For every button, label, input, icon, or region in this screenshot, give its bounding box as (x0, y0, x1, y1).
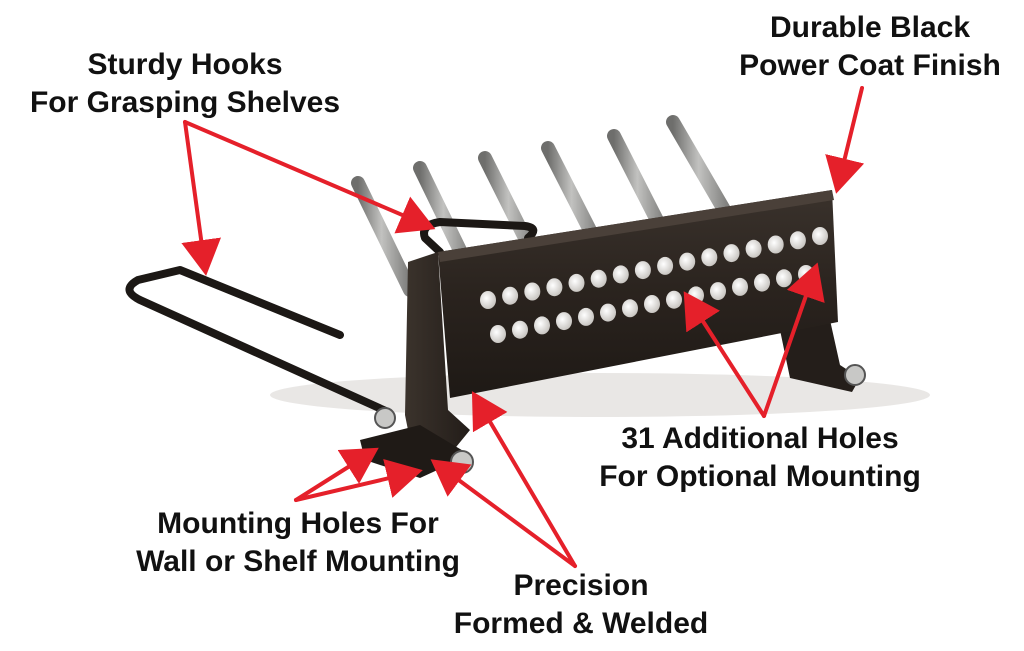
panel-hole (524, 282, 541, 301)
arrow-hooks-front (181, 120, 222, 276)
panel-hole (754, 273, 770, 292)
panel-hole (644, 295, 660, 313)
callout-durable-finish: Durable Black Power Coat Finish (720, 9, 1020, 85)
panel-top-edge (438, 190, 834, 262)
callout-line: Wall or Shelf Mounting (136, 545, 460, 578)
callout-line: For Grasping Shelves (29, 86, 341, 119)
nut (450, 450, 474, 474)
callout-line: Power Coat Finish (739, 49, 1001, 82)
arrow-holes-right (762, 262, 825, 418)
callout-line: Formed & Welded (453, 607, 709, 640)
side-bracket-right (780, 320, 860, 392)
callout-mounting-holes: Mounting Holes For Wall or Shelf Mountin… (118, 505, 478, 581)
callout-line: Precision (513, 569, 649, 602)
panel-hole (490, 325, 506, 343)
panel-hole (502, 286, 519, 305)
panel-hole (590, 269, 607, 288)
rod (666, 115, 737, 227)
callout-precision-welded: Precision Formed & Welded (436, 567, 726, 643)
panel-hole (634, 261, 651, 280)
arrow-mount-1 (294, 447, 379, 502)
panel-hole (732, 277, 748, 296)
panel-hole (710, 282, 726, 301)
callout-sturdy-hooks: Sturdy Hooks For Grasping Shelves (10, 46, 360, 122)
callout-line: Sturdy Hooks (87, 48, 283, 81)
callout-additional-holes: 31 Additional Holes For Optional Mountin… (580, 420, 940, 496)
side-bracket-left (405, 252, 470, 452)
arrow-finish (825, 86, 865, 194)
panel-hole (480, 291, 496, 309)
panel-hole (612, 265, 629, 284)
panel-hole (767, 235, 784, 254)
panel-hole (568, 273, 585, 292)
arrow-hooks-back (183, 120, 436, 234)
panel-hole (701, 248, 718, 267)
panel-hole (723, 244, 740, 263)
arrow-mount-2 (294, 458, 423, 502)
panel-hole (679, 252, 696, 271)
panel-hole (745, 239, 762, 258)
panel-hole (534, 316, 550, 335)
panel-hole (666, 290, 682, 309)
callout-line: For Optional Mounting (599, 460, 921, 493)
panel-hole (776, 269, 792, 288)
arrow-holes-left (683, 291, 766, 418)
hook-front (125, 266, 392, 416)
callout-arrows (181, 86, 865, 568)
callout-line: Durable Black (769, 11, 971, 44)
panel-hole (512, 320, 528, 339)
nut (374, 407, 396, 429)
panel-hole (578, 307, 594, 326)
panel-hole (657, 256, 674, 275)
arrow-weld-1 (471, 391, 577, 568)
panel-hole (600, 303, 616, 322)
panel-hole (622, 299, 638, 318)
callout-line: Mounting Holes For (157, 507, 439, 540)
arrow-weld-2 (430, 459, 577, 568)
panel-hole (556, 312, 572, 331)
nut (844, 364, 866, 386)
callout-line: 31 Additional Holes (621, 422, 899, 455)
panel-hole (812, 227, 828, 245)
panel-hole (789, 231, 806, 250)
panel-hole (546, 278, 563, 297)
